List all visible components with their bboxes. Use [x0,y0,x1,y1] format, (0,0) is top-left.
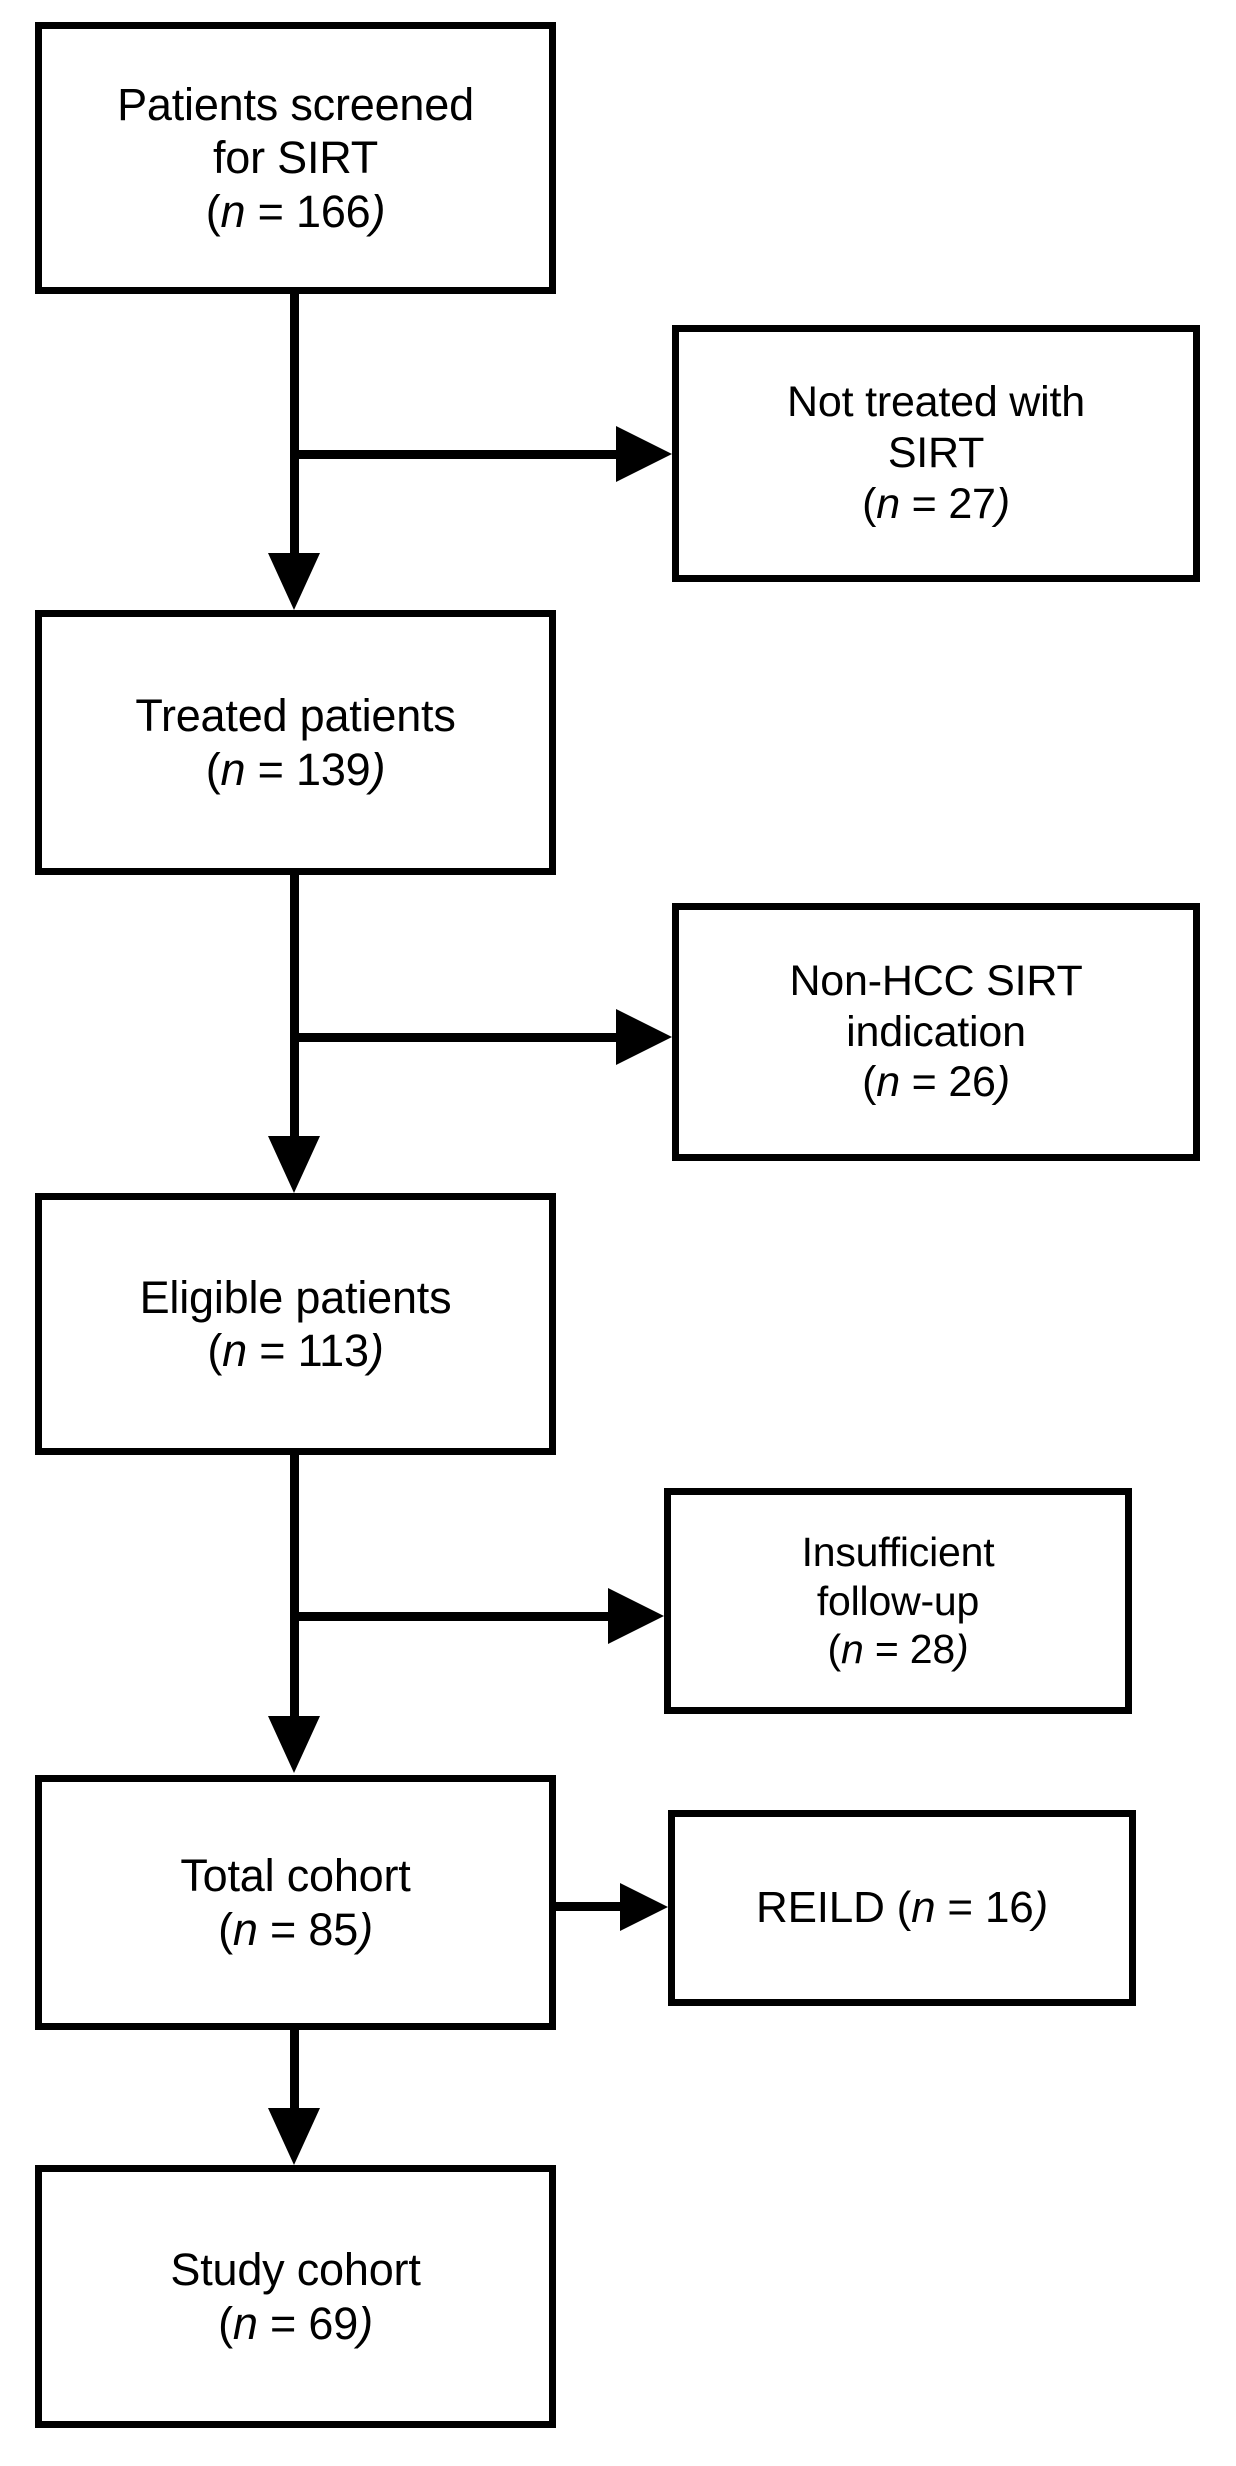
node-study-cohort: Study cohort (n = 69) [35,2165,556,2428]
count-value: 139 [296,743,371,795]
count-n-symbol: n [222,1325,247,1376]
count-value: 85 [308,1903,359,1955]
count-n-symbol: n [232,1903,258,1955]
count-equals: = [863,1626,910,1673]
node-treated-patients-count: (n = 139) [206,743,386,796]
count-open-paren: ( [862,1058,877,1107]
count-value: 16 [984,1883,1034,1933]
count-close-paren: ) [954,1626,969,1673]
count-close-paren: ) [370,185,386,237]
connector-screened-to-not-treated [294,450,624,459]
node-patients-screened-line-2: for SIRT [212,132,379,184]
node-treated-patients-line-1: Treated patients [135,690,456,742]
count-n-symbol: n [911,1883,936,1933]
connector-eligible-to-total [290,1455,299,1718]
connector-total-to-study [290,2030,299,2120]
node-insufficient-followup-line-1: Insufficient [801,1529,995,1576]
count-equals: = [245,185,297,237]
count-n-symbol: n [876,479,900,528]
node-treated-patients: Treated patients (n = 139) [35,610,556,875]
count-value: 166 [296,185,371,237]
count-equals: = [899,1058,949,1107]
node-not-treated-count: (n = 27) [862,479,1010,530]
arrowhead-treated-to-eligible [268,1136,320,1193]
arrowhead-total-to-reild [620,1883,668,1931]
connector-total-to-reild [556,1902,626,1911]
connector-eligible-to-insufficient [294,1612,614,1621]
node-eligible-patients-line-1: Eligible patients [139,1271,452,1323]
node-non-hcc-indication-line-1: Non-HCC SIRT [789,956,1083,1005]
count-value: 26 [948,1058,996,1107]
count-equals: = [257,2297,309,2349]
count-value: 27 [948,479,996,528]
node-not-treated: Not treated with SIRT (n = 27) [672,325,1200,582]
node-study-cohort-count: (n = 69) [218,2297,373,2350]
count-close-paren: ) [995,479,1010,528]
count-equals: = [257,1903,309,1955]
node-insufficient-followup-line-2: follow-up [816,1577,980,1624]
count-close-paren: ) [995,1058,1010,1107]
node-not-treated-line-2: SIRT [887,429,985,478]
count-open-paren: ( [207,1325,223,1376]
count-n-symbol: n [220,743,246,795]
count-close-paren: ) [1033,1883,1049,1933]
node-not-treated-line-1: Not treated with [787,378,1085,427]
count-open-paren: ( [205,743,221,795]
count-value: 113 [297,1325,369,1376]
count-open-paren: ( [862,479,877,528]
node-reild: REILD (n = 16) [668,1810,1136,2006]
node-eligible-patients-count: (n = 113) [207,1324,383,1377]
arrowhead-screened-to-treated [268,553,320,610]
arrowhead-screened-to-not-treated [616,426,672,482]
count-close-paren: ) [358,1903,373,1955]
connector-treated-to-eligible [290,875,299,1138]
node-insufficient-followup: Insufficient follow-up (n = 28) [664,1488,1132,1714]
count-close-paren: ) [368,1325,384,1376]
node-total-cohort: Total cohort (n = 85) [35,1775,556,2030]
count-open-paren: ( [205,185,221,237]
count-n-symbol: n [232,2297,258,2349]
count-open-paren: ( [218,2297,233,2349]
node-patients-screened-count: (n = 166) [206,185,386,238]
node-patients-screened-line-1: Patients screened [117,79,474,131]
node-reild-count: REILD (n = 16) [756,1882,1048,1934]
count-equals: = [245,743,297,795]
count-open-paren: ( [896,1883,912,1933]
node-insufficient-followup-count: (n = 28) [828,1625,969,1673]
count-equals: = [899,479,949,528]
arrowhead-treated-to-non-hcc [616,1009,672,1065]
count-n-symbol: n [220,185,246,237]
node-total-cohort-line-1: Total cohort [180,1850,411,1902]
count-close-paren: ) [358,2297,373,2349]
node-patients-screened: Patients screened for SIRT (n = 166) [35,22,556,294]
count-open-paren: ( [827,1626,842,1673]
count-close-paren: ) [370,743,386,795]
node-study-cohort-line-1: Study cohort [170,2244,421,2296]
node-total-cohort-count: (n = 85) [218,1903,373,1956]
count-open-paren: ( [218,1903,233,1955]
node-non-hcc-indication-line-2: indication [846,1007,1026,1056]
count-value: 28 [909,1626,955,1673]
count-equals: = [246,1325,298,1376]
count-equals: = [935,1883,985,1933]
node-non-hcc-indication-count: (n = 26) [862,1057,1010,1108]
count-n-symbol: n [876,1058,900,1107]
connector-screened-to-treated [290,294,299,555]
count-n-symbol: n [841,1626,864,1673]
arrowhead-eligible-to-insufficient [608,1588,664,1644]
node-non-hcc-indication: Non-HCC SIRT indication (n = 26) [672,903,1200,1161]
count-value: 69 [308,2297,359,2349]
node-eligible-patients: Eligible patients (n = 113) [35,1193,556,1455]
node-reild-label: REILD [756,1883,897,1933]
arrowhead-eligible-to-total [268,1716,320,1773]
arrowhead-total-to-study [268,2108,320,2165]
connector-treated-to-non-hcc [294,1033,624,1042]
